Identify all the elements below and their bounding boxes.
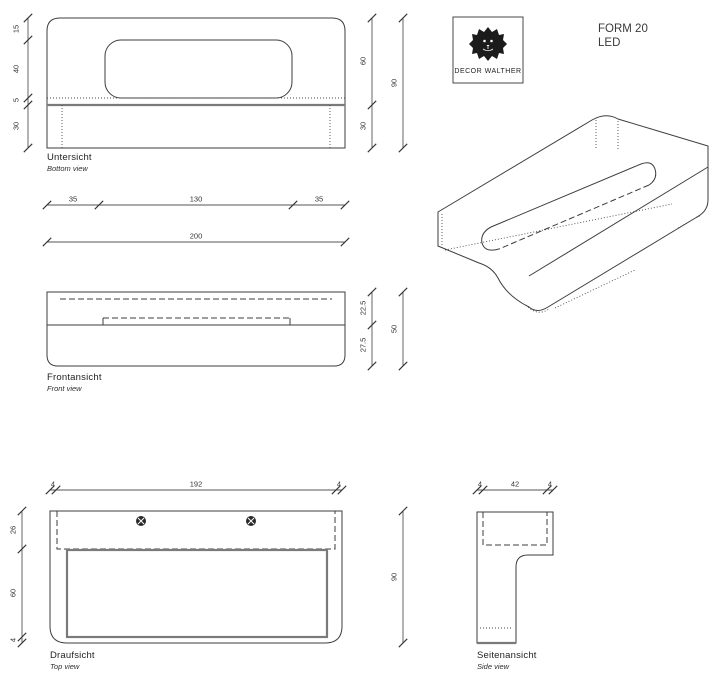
- view-label-top: Draufsicht: [50, 650, 95, 661]
- dim-label: 27.5: [358, 337, 368, 353]
- dim-label: 4: [477, 479, 483, 489]
- dim-label: 4: [8, 637, 18, 643]
- brand-name: DECOR WALTHER: [454, 68, 522, 75]
- isometric-view-drawing: [437, 115, 709, 313]
- dim-label: 200: [189, 231, 203, 241]
- dim-label: 5: [11, 97, 21, 103]
- view-label-front: Frontansicht: [47, 372, 102, 383]
- view-sublabel-top: Top view: [50, 662, 80, 671]
- lion-icon: [469, 27, 507, 61]
- dim-label: 35: [68, 194, 78, 204]
- dim-label: 15: [11, 24, 21, 34]
- product-sub: LED: [598, 37, 621, 49]
- bottom-view-drawing: [23, 13, 408, 247]
- dim-label: 130: [189, 194, 203, 204]
- dim-label: 26: [8, 525, 18, 535]
- dim-label: 90: [389, 572, 399, 582]
- view-sublabel-side: Side view: [477, 662, 510, 671]
- dim-label: 192: [189, 479, 203, 489]
- view-sublabel-front: Front view: [47, 384, 82, 393]
- screw-icon: [246, 516, 256, 526]
- dim-label: 4: [50, 479, 56, 489]
- brand-logo-box: [452, 16, 524, 84]
- view-label-side: Seitenansicht: [477, 650, 537, 661]
- dim-label: 4: [547, 479, 553, 489]
- screw-icon: [136, 516, 146, 526]
- side-view-drawing: [472, 485, 558, 645]
- product-name: FORM 20: [598, 23, 648, 35]
- dim-label: 60: [8, 588, 18, 598]
- dim-label: 90: [389, 78, 399, 88]
- dim-label: 40: [11, 64, 21, 74]
- dim-label: 50: [389, 324, 399, 334]
- dim-label: 42: [510, 479, 520, 489]
- dim-label: 30: [11, 121, 21, 131]
- product-title: FORM 20 LED: [598, 22, 648, 50]
- dim-label: 22.5: [358, 300, 368, 316]
- dim-label: 60: [358, 56, 368, 66]
- top-view-drawing: [17, 485, 408, 648]
- view-label-bottom: Untersicht: [47, 152, 92, 163]
- dim-label: 4: [336, 479, 342, 489]
- front-view-drawing: [46, 287, 408, 371]
- dim-label: 30: [358, 121, 368, 131]
- view-sublabel-bottom: Bottom view: [47, 164, 88, 173]
- dim-label: 35: [314, 194, 324, 204]
